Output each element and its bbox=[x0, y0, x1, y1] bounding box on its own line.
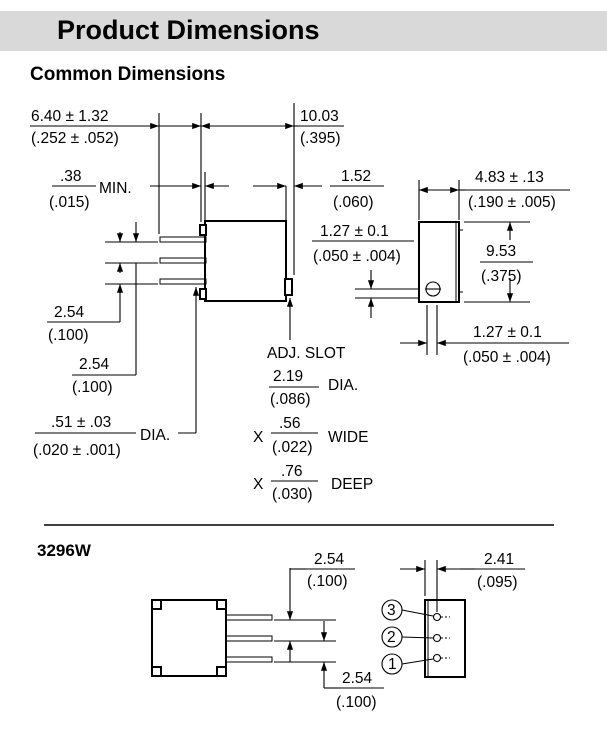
side-view bbox=[98, 103, 322, 434]
model-pitch2-bot: (.100) bbox=[336, 694, 377, 711]
dim-152-bot: (.060) bbox=[333, 194, 374, 211]
dimension-labels: 6.40 ± 1.32 (.252 ± .052) 10.03 (.395) .… bbox=[30, 108, 570, 711]
dim-127a-bot: (.050 ± .004) bbox=[313, 248, 401, 265]
dim-127b-top: 1.27 ± 0.1 bbox=[473, 324, 542, 341]
model-pitch-bot: (.100) bbox=[307, 573, 348, 590]
body-outline bbox=[204, 220, 287, 302]
model-side-top: 2.41 bbox=[484, 551, 514, 568]
section-title-model: 3296W bbox=[37, 541, 91, 560]
end-view bbox=[355, 180, 530, 355]
pin bbox=[159, 278, 207, 285]
page-title: Product Dimensions bbox=[57, 15, 320, 45]
dim-152-top: 1.52 bbox=[341, 168, 371, 185]
dim-038-bot: (.015) bbox=[49, 194, 90, 211]
pin-dia-top: .51 ± .03 bbox=[51, 414, 111, 431]
dim-483-bot: (.190 ± .005) bbox=[468, 194, 556, 211]
dim-953-top: 9.53 bbox=[486, 243, 516, 260]
end-body bbox=[418, 221, 460, 303]
dim-254b-bot: (.100) bbox=[72, 379, 113, 396]
adj-slot bbox=[284, 278, 293, 296]
slot-x-1: X bbox=[253, 429, 264, 446]
dim-1003-top: 10.03 bbox=[300, 108, 339, 125]
model-side-bot: (.095) bbox=[477, 574, 518, 591]
slot-w-top: .56 bbox=[279, 415, 301, 432]
dim-1003-bot: (.395) bbox=[300, 130, 341, 147]
dim-254b-top: 2.54 bbox=[79, 356, 110, 373]
model-pitch-top: 2.54 bbox=[314, 551, 345, 568]
slot-dia-bot: (.086) bbox=[270, 391, 311, 408]
dim-640-top: 6.40 ± 1.32 bbox=[31, 108, 108, 125]
dim-038-top: .38 bbox=[60, 168, 82, 185]
header-bar: Product Dimensions bbox=[0, 11, 607, 51]
pin-dia-suffix: DIA. bbox=[140, 427, 170, 444]
dim-127b-bot: (.050 ± .004) bbox=[463, 349, 551, 366]
pin-3-label: 3 bbox=[387, 602, 396, 619]
model-pitch2-top: 2.54 bbox=[342, 670, 373, 687]
model-3296w-drawing bbox=[151, 560, 475, 689]
pin bbox=[159, 257, 207, 264]
slot-dia-top: 2.19 bbox=[273, 368, 303, 385]
dim-254a-bot: (.100) bbox=[48, 327, 89, 344]
section-title-common: Common Dimensions bbox=[30, 64, 226, 85]
dim-127a-top: 1.27 ± 0.1 bbox=[320, 223, 389, 240]
dim-640-bot: (.252 ± .052) bbox=[31, 130, 119, 147]
pin bbox=[159, 236, 207, 243]
pin-1-label: 1 bbox=[388, 656, 397, 673]
model-body bbox=[151, 599, 227, 677]
adj-slot-label: ADJ. SLOT bbox=[267, 345, 346, 362]
dim-953-bot: (.375) bbox=[481, 268, 522, 285]
dim-483-top: 4.83 ± .13 bbox=[475, 169, 544, 186]
pin-dia-bot: (.020 ± .001) bbox=[33, 442, 121, 459]
pin-2-label: 2 bbox=[387, 629, 396, 646]
slot-dia-suffix: DIA. bbox=[328, 377, 358, 394]
dim-254a-top: 2.54 bbox=[54, 304, 85, 321]
slot-d-suffix: DEEP bbox=[331, 476, 373, 493]
slot-w-bot: (.022) bbox=[272, 439, 313, 456]
slot-d-top: .76 bbox=[281, 463, 303, 480]
dim-038-suffix: MIN. bbox=[99, 180, 132, 197]
body-tab-top bbox=[199, 224, 207, 236]
slot-d-bot: (.030) bbox=[272, 486, 313, 503]
slot-w-suffix: WIDE bbox=[328, 429, 368, 446]
slot-x-2: X bbox=[253, 476, 264, 493]
body-tab-bottom bbox=[199, 288, 207, 300]
